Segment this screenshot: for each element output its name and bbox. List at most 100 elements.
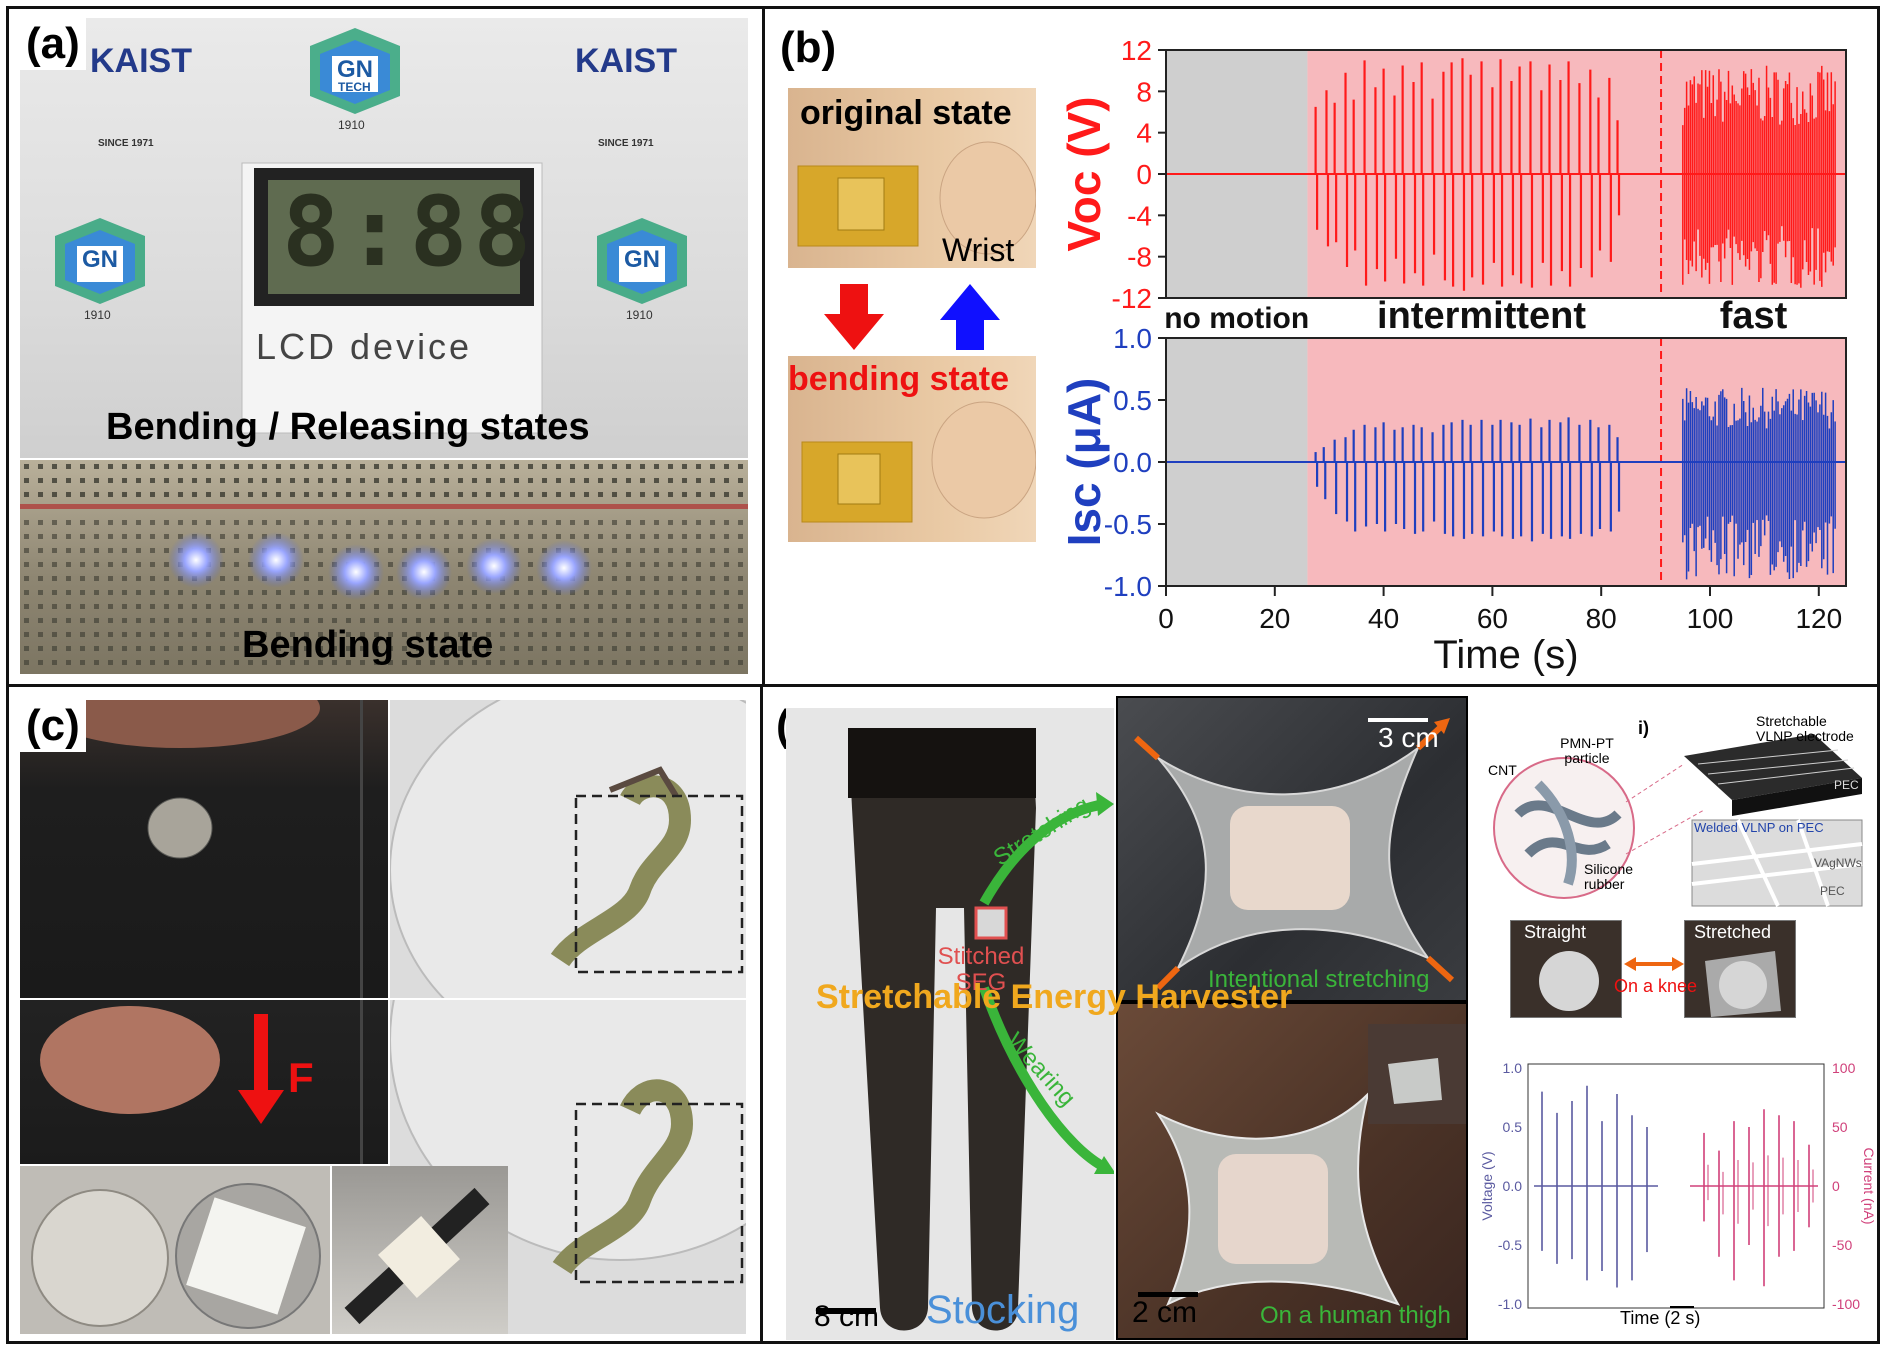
pec-label-2: PEC bbox=[1820, 884, 1845, 898]
stitched-seg-patch bbox=[974, 906, 1008, 940]
dashed-box bbox=[574, 1102, 744, 1284]
panel-label-c: (c) bbox=[20, 700, 86, 752]
force-label: F bbox=[288, 1054, 314, 1101]
stretching-arrow-icon bbox=[979, 799, 1107, 906]
stretchable-harvester-title: Stretchable Energy Harvester bbox=[816, 978, 1293, 1016]
welded-label: Welded VLNP on PEC bbox=[1694, 820, 1824, 835]
y-tick-label: 12 bbox=[1121, 35, 1152, 66]
harvester-center bbox=[1230, 806, 1350, 910]
gn-year: 1910 bbox=[626, 308, 653, 322]
finger-shape bbox=[40, 1006, 220, 1114]
gn-tech-text: TECH bbox=[338, 80, 371, 94]
stocking-shape bbox=[848, 728, 1036, 1331]
schematic-diagram bbox=[1493, 734, 1863, 907]
stocking-label: Stocking bbox=[926, 1288, 1080, 1332]
wrist-label: Wrist bbox=[942, 232, 1015, 268]
voltage-axis-label: Voltage (V) bbox=[1479, 1151, 1495, 1220]
cnt-label: CNT bbox=[1488, 762, 1517, 778]
intentional-stretching-label: Intentional stretching bbox=[1208, 966, 1430, 993]
divider-horizontal bbox=[6, 684, 1880, 687]
device-wrap-photo bbox=[332, 1166, 508, 1334]
stitched-label: Stitched SEG bbox=[937, 943, 1025, 996]
led-icon bbox=[328, 544, 384, 600]
y-tick-label: 4 bbox=[1136, 118, 1152, 149]
scale-2cm: 2 cm bbox=[1132, 1296, 1198, 1329]
gn-year: 1910 bbox=[84, 308, 111, 322]
current-tick-label: -100 bbox=[1832, 1296, 1860, 1312]
panel-label-b: (b) bbox=[774, 22, 843, 74]
pec-label: PEC bbox=[1834, 778, 1859, 792]
x-tick-label: 60 bbox=[1477, 603, 1508, 634]
arrow-down-icon bbox=[824, 284, 884, 350]
y-tick-label: 0.0 bbox=[1113, 447, 1152, 478]
divider-top bbox=[762, 6, 765, 686]
x-tick-label: 40 bbox=[1368, 603, 1399, 634]
led-icon bbox=[536, 540, 592, 596]
finger-photo-top bbox=[20, 700, 388, 998]
kaist-since: SINCE 1971 bbox=[598, 138, 654, 149]
frog-leg bbox=[552, 1079, 694, 1275]
y-tick-label: -1.0 bbox=[1104, 571, 1152, 602]
time-axis-label: Time (2 s) bbox=[1620, 1306, 1701, 1328]
stretch-arrow-icon bbox=[1133, 735, 1161, 761]
current-tick-label: 50 bbox=[1832, 1119, 1848, 1135]
voltage-tick-label: -0.5 bbox=[1498, 1237, 1522, 1253]
dashed-box bbox=[574, 794, 744, 974]
panel-c: F (c) bbox=[20, 700, 746, 1334]
x-tick-label: 100 bbox=[1687, 603, 1734, 634]
current-tick-label: -50 bbox=[1832, 1237, 1852, 1253]
lcd-screen bbox=[268, 180, 520, 294]
led-icon bbox=[248, 532, 304, 588]
led-icon bbox=[168, 532, 224, 588]
gn-logo-icon bbox=[55, 218, 145, 304]
scale-3cm: 3 cm bbox=[1378, 722, 1439, 753]
bending-state-label: bending state bbox=[788, 360, 1010, 398]
kaist-logo-left: KAIST bbox=[90, 42, 192, 80]
schematic-roman: i) bbox=[1638, 718, 1649, 738]
gn-year: 1910 bbox=[338, 118, 365, 132]
breadboard-leds bbox=[20, 460, 748, 670]
voltage-tick-label: 0.5 bbox=[1503, 1119, 1523, 1135]
voltage-tick-label: -1.0 bbox=[1498, 1296, 1522, 1312]
figure-frame bbox=[6, 6, 1880, 1344]
y-tick-label: -0.5 bbox=[1104, 509, 1152, 540]
stretch-arrow-icon bbox=[1425, 955, 1455, 983]
gn-logo-text: GN bbox=[337, 56, 373, 83]
harvester-center bbox=[1218, 1154, 1328, 1264]
knee-straight-photo bbox=[1510, 920, 1622, 1018]
y-tick-label: -8 bbox=[1127, 242, 1152, 273]
stretched-label: Stretched bbox=[1694, 922, 1772, 942]
pmn-label: PMN-PT particle bbox=[1560, 735, 1614, 766]
x-tick-label: 0 bbox=[1158, 603, 1174, 634]
x-tick-label: 120 bbox=[1795, 603, 1842, 634]
frog-leg bbox=[550, 775, 692, 967]
y-tick-label: 1.0 bbox=[1113, 323, 1152, 354]
state-arrows bbox=[824, 284, 1000, 350]
inset-frame bbox=[1527, 1063, 1825, 1309]
vlnp-label: Stretchable VLNP electrode bbox=[1756, 713, 1854, 744]
y-tick-label: 0.5 bbox=[1113, 385, 1152, 416]
lcd-digits: 8:88 bbox=[282, 176, 538, 288]
panel-label-a: (a) bbox=[20, 18, 86, 70]
stocking-photo: Stretching Wearing Stitched SEG 8 cm Sto… bbox=[786, 708, 1114, 1340]
stretch-arrow-icon bbox=[1155, 965, 1181, 991]
region-label: fast bbox=[1720, 295, 1788, 337]
leg-photo-top bbox=[390, 700, 746, 998]
y-tick-label: 8 bbox=[1136, 76, 1152, 107]
arrow-up-icon bbox=[940, 284, 1000, 350]
x-tick-label: 80 bbox=[1586, 603, 1617, 634]
kaist-logo-right: KAIST bbox=[575, 42, 677, 80]
voltage-tick-label: 0.0 bbox=[1503, 1178, 1523, 1194]
divider-bottom bbox=[760, 686, 763, 1344]
y-axis-label: Voc (V) bbox=[1058, 96, 1110, 251]
thigh-wear-photo: 2 cm On a human thigh bbox=[1116, 1002, 1468, 1340]
device-disc bbox=[31, 1189, 169, 1327]
finger-photo-bottom: F bbox=[20, 1000, 388, 1164]
panel-d: (d) Stretching Wearing Stitched SEG 8 cm… bbox=[766, 692, 1878, 1340]
voltage-tick-label: 1.0 bbox=[1503, 1060, 1523, 1076]
led-icon bbox=[396, 544, 452, 600]
vagnws-label: VAgNWs bbox=[1814, 856, 1862, 870]
double-arrow-icon bbox=[1624, 957, 1684, 971]
